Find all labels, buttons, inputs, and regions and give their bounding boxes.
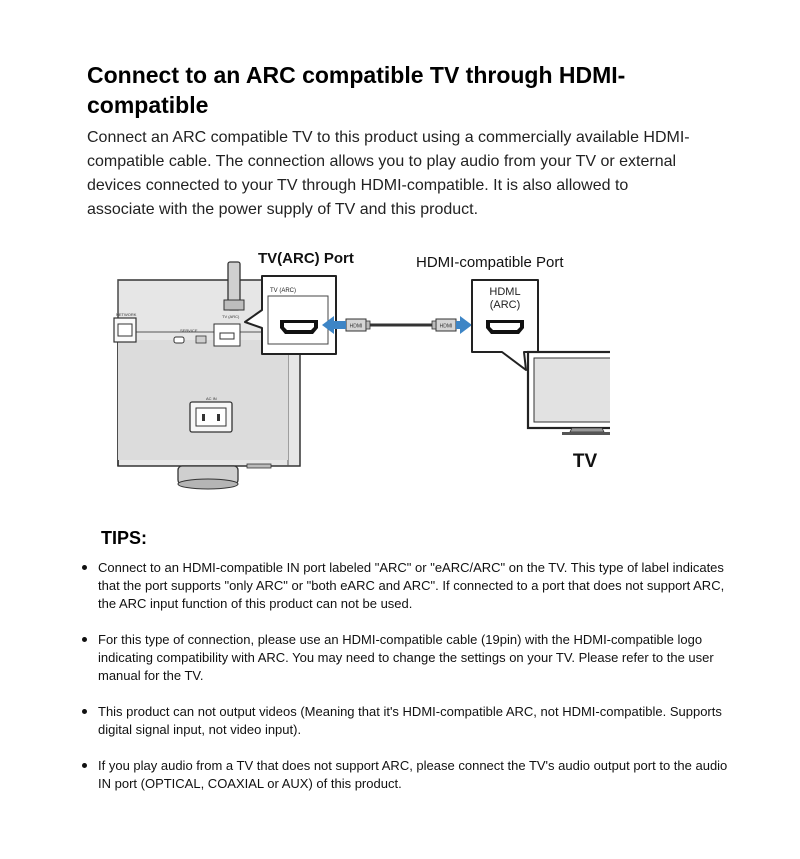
tv-callout-label-line2: (ARC) <box>490 299 521 311</box>
hdmi-port-icon <box>280 320 318 334</box>
power-socket-icon: AC IN <box>189 396 233 433</box>
tip-item: If you play audio from a TV that does no… <box>81 757 731 793</box>
tip-item: For this type of connection, please use … <box>81 631 731 685</box>
device-port-callout: TV (ARC) <box>244 275 337 355</box>
antenna-icon <box>223 261 245 311</box>
tip-item: Connect to an HDMI-compatible IN port la… <box>81 559 731 613</box>
tv-icon <box>526 350 610 435</box>
blue-arrow-icon <box>322 316 472 334</box>
network-port-icon: NETWORK <box>113 312 137 343</box>
tv-hdmi-port-icon <box>486 320 524 334</box>
device-acin-label: AC IN <box>206 396 217 401</box>
tv-port-callout: HDML (ARC) <box>471 279 539 371</box>
tv-port-title: HDMI-compatible Port <box>416 254 564 271</box>
device-service-label: SERVICE <box>180 328 198 333</box>
device-hdmi-port-small: TV (ARC) <box>213 314 241 347</box>
device-tvarc-label: TV (ARC) <box>222 314 240 319</box>
device-port-title: TV(ARC) Port <box>258 250 354 267</box>
service-port-icon: SERVICE <box>173 328 207 344</box>
hdmi-plug-icon: HDMI HDMI <box>350 324 453 330</box>
cable-plug-label-left: HDMI <box>350 324 363 330</box>
tips-list: Connect to an HDMI-compatible IN port la… <box>81 559 731 793</box>
tip-item: This product can not output videos (Mean… <box>81 703 731 739</box>
cable-plug-label-right: HDMI <box>440 324 453 330</box>
device-network-label: NETWORK <box>116 312 137 317</box>
hdmi-cable: HDMI HDMI <box>345 318 457 332</box>
connection-diagram: NETWORK SERVICE TV (ARC) AC IN TV (ARC) … <box>113 250 610 490</box>
tv-callout-label-line1: HDML <box>489 286 520 298</box>
tips-heading: TIPS: <box>101 528 148 548</box>
tv-label: TV <box>573 451 598 472</box>
device-back-panel <box>117 279 301 490</box>
device-callout-label: TV (ARC) <box>270 288 296 294</box>
intro-paragraph: Connect an ARC compatible TV to this pro… <box>87 129 690 218</box>
page-title: Connect to an ARC compatible TV through … <box>87 62 626 118</box>
